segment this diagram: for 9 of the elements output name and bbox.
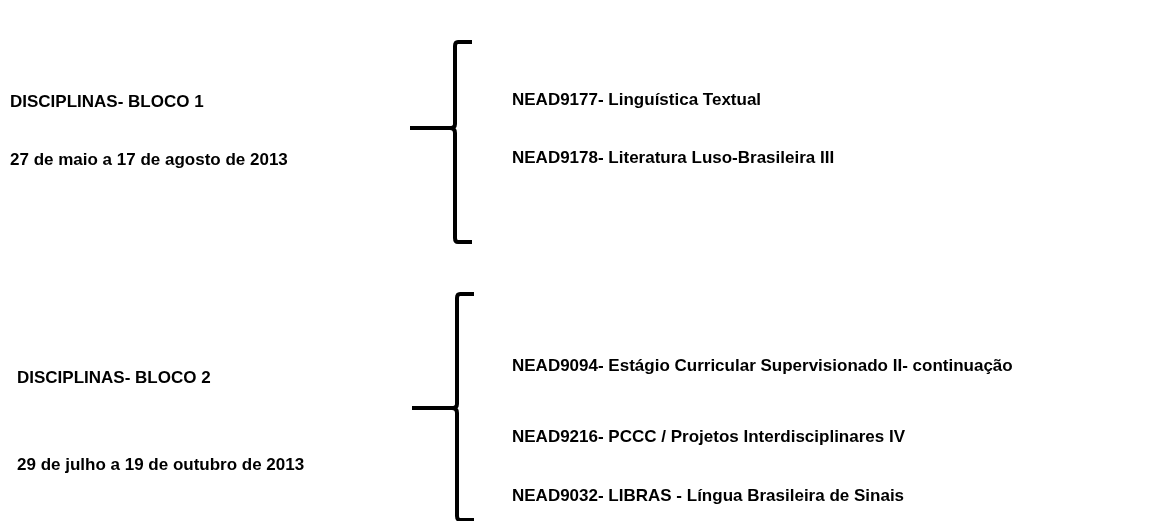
course-name: NEAD9094- Estágio Curricular Supervisionado II- continuação: [512, 356, 1013, 376]
course-name: NEAD9177- Linguística Textual: [512, 90, 762, 110]
block-heading: DISCIPLINAS- BLOCO 1: [10, 92, 204, 112]
date-range: 27 de maio a 17 de agosto de 2013: [10, 150, 288, 170]
course-name: NEAD9178- Literatura Luso-Brasileira III: [512, 148, 835, 168]
block-heading: DISCIPLINAS- BLOCO 2: [17, 368, 211, 388]
course-name: NEAD9216- PCCC / Projetos Interdisciplinares IV: [512, 427, 905, 447]
date-range: 29 de julho a 19 de outubro de 2013: [17, 455, 305, 475]
course-name: NEAD9032- LIBRAS - Língua Brasileira de Sinais: [512, 486, 905, 506]
